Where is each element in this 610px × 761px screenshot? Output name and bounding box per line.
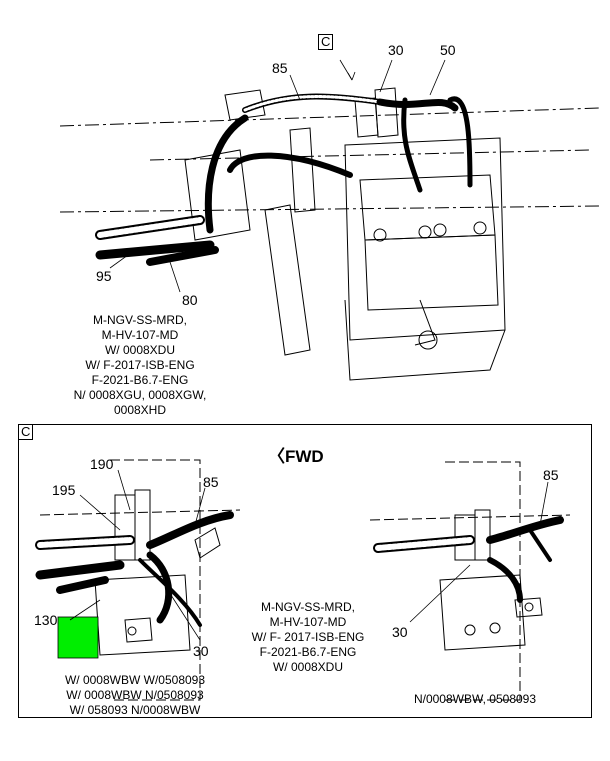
forward-label: FWD <box>285 447 324 466</box>
top-assembly-drawing <box>59 59 601 381</box>
callout-85-left: 85 <box>203 474 219 490</box>
note-line: W/ F- 2017-ISB-ENG <box>251 630 365 644</box>
top-applicability-note: M-NGV-SS-MRD, M-HV-107-MD W/ 0008XDU W/ … <box>65 313 215 418</box>
note-line: F-2021-B6.7-ENG <box>259 645 357 659</box>
note-line: 0008XHD <box>113 403 167 417</box>
callout-50-top: 50 <box>440 42 456 58</box>
view-marker-c: C <box>318 34 334 50</box>
callout-85-right: 85 <box>543 467 559 483</box>
detail-c-label: C <box>18 424 34 440</box>
callout-195: 195 <box>52 482 76 498</box>
center-applicability-note: M-NGV-SS-MRD, M-HV-107-MD W/ F- 2017-ISB… <box>243 600 373 675</box>
note-line: M-HV-107-MD <box>101 328 179 342</box>
highlight-box <box>57 616 99 659</box>
note-line: W/ F-2017-ISB-ENG <box>85 358 195 372</box>
note-line: M-NGV-SS-MRD, <box>261 600 355 614</box>
callout-80-top: 80 <box>182 292 198 308</box>
note-line: W/ 058093 N/0008WBW <box>69 703 201 717</box>
right-applicability-note: N/0008WBW, 0508093 <box>413 692 537 706</box>
callout-130: 130 <box>34 612 58 628</box>
note-line: M-NGV-SS-MRD, <box>93 313 187 327</box>
note-line: W/ 0008WBW N/0508093 <box>66 688 204 702</box>
note-line: W/ 0008XDU <box>272 660 344 674</box>
callout-30-right: 30 <box>392 624 408 640</box>
callout-30-left: 30 <box>193 643 209 659</box>
forward-arrow-icon: 〈 <box>268 447 285 466</box>
callout-30-top: 30 <box>388 42 404 58</box>
note-line: W/ 0008WBW W/0508093 <box>64 673 206 687</box>
callout-190: 190 <box>90 456 114 472</box>
note-line: F-2021-B6.7-ENG <box>91 373 189 387</box>
note-line: N/ 0008XGU, 0008XGW, <box>73 388 207 402</box>
left-applicability-note: W/ 0008WBW W/0508093 W/ 0008WBW N/050809… <box>50 673 220 718</box>
note-line: M-HV-107-MD <box>269 615 347 629</box>
forward-direction: 〈FWD <box>268 442 324 467</box>
callout-85-top: 85 <box>272 60 288 76</box>
note-line: W/ 0008XDU <box>104 343 176 357</box>
callout-95-top: 95 <box>96 268 112 284</box>
detail-c-frame <box>18 424 592 718</box>
